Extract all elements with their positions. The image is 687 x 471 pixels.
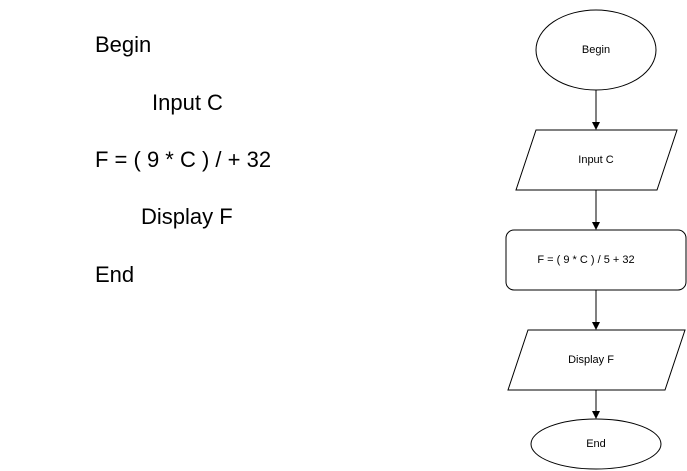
begin-node-label: Begin bbox=[582, 44, 610, 56]
flowchart-node-end: End bbox=[530, 418, 662, 470]
pseudocode-line-end: End bbox=[95, 262, 135, 287]
pseudocode-line-formula: F = ( 9 * C ) / + 32 bbox=[95, 147, 272, 172]
input-node-label: Input C bbox=[578, 154, 614, 166]
pseudocode-line-display: Display F bbox=[141, 204, 233, 229]
flowchart-node-begin: Begin bbox=[535, 9, 657, 91]
end-terminator-shape bbox=[530, 418, 662, 470]
end-node-label: End bbox=[586, 438, 606, 450]
process-node-label: F = ( 9 * C ) / 5 + 32 bbox=[537, 254, 634, 266]
display-parallelogram-shape bbox=[507, 329, 686, 391]
flowchart-node-process: F = ( 9 * C ) / 5 + 32 bbox=[505, 229, 687, 291]
flowchart-node-display: Display F bbox=[507, 329, 686, 391]
pseudocode-line-begin: Begin bbox=[95, 32, 152, 57]
input-parallelogram-shape bbox=[515, 129, 678, 191]
flowchart-node-input: Input C bbox=[515, 129, 678, 191]
display-node-label: Display F bbox=[568, 354, 614, 366]
pseudocode-line-input: Input C bbox=[152, 90, 223, 115]
